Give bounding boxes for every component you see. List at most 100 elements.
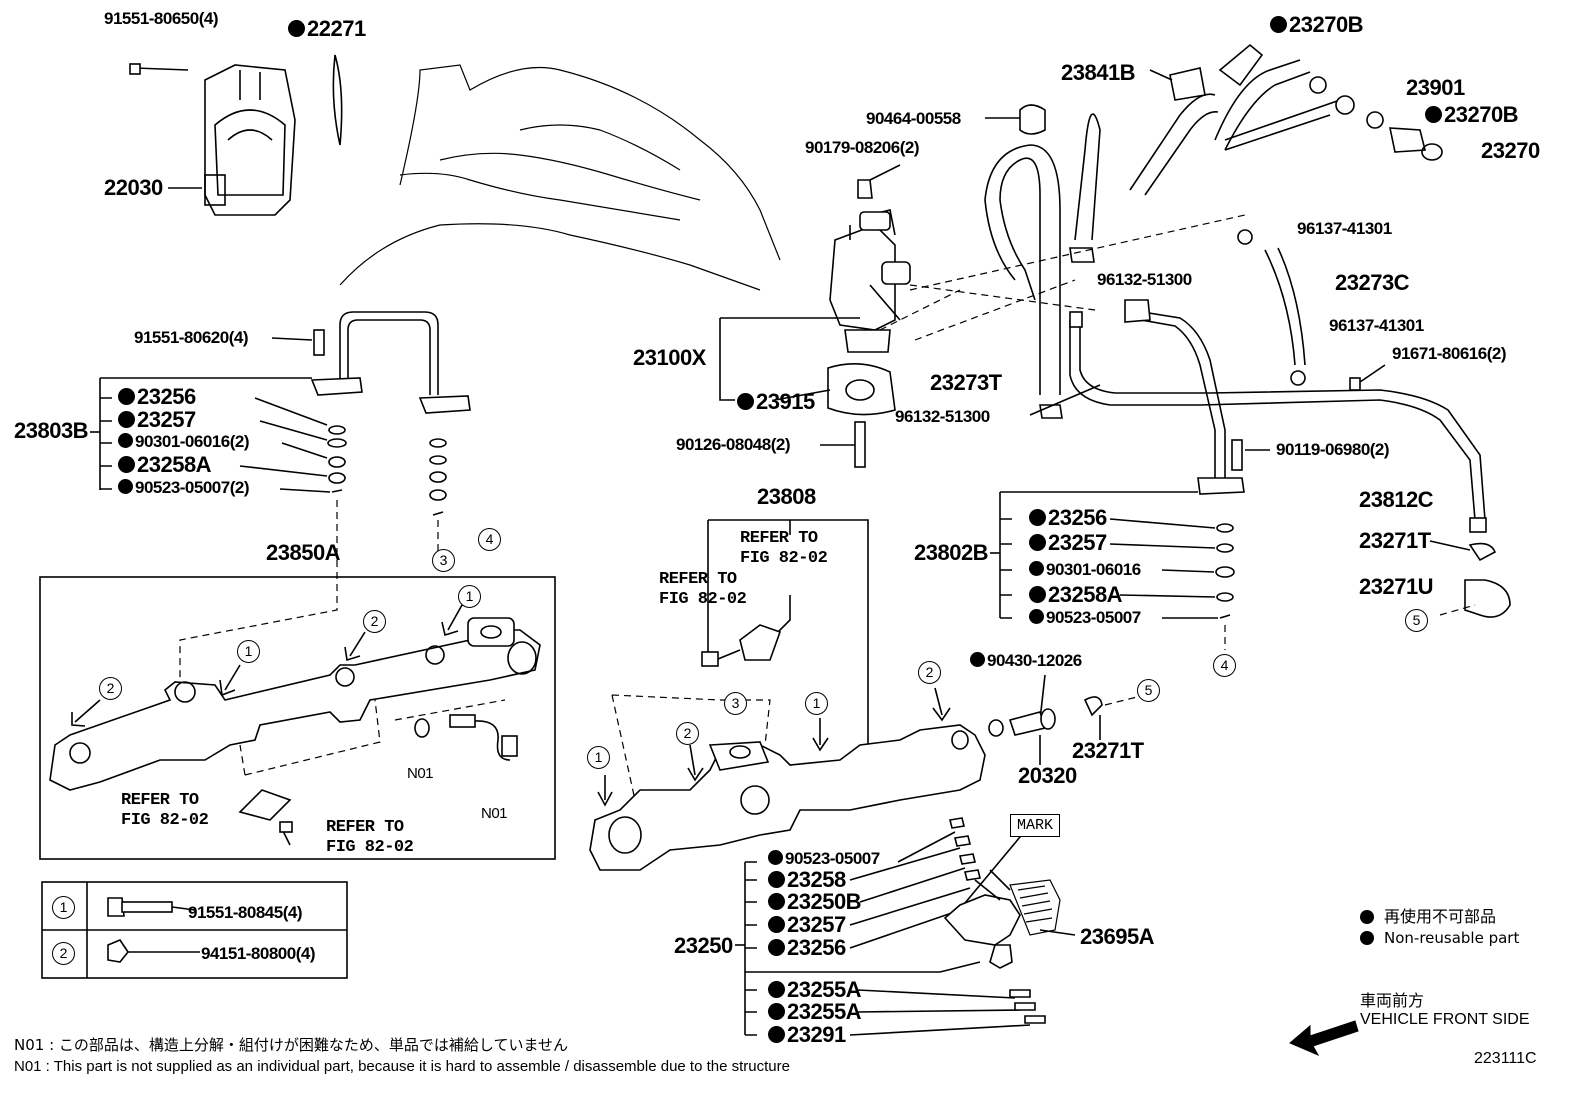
refer-fig-label: FIG 82-02 [659, 590, 747, 609]
callout-23270B-top: 23270B [1270, 14, 1364, 36]
assembly-23850A-frame [39, 576, 556, 860]
callout-90523-05007-bottom: 90523-05007 [768, 850, 880, 867]
callout-23812C: 23812C [1359, 487, 1434, 512]
callout-91551-80845: 91551-80845(4) [188, 903, 302, 922]
ref-circle-3: 3 [724, 692, 747, 715]
callout-90464-00558: 90464-00558 [866, 109, 961, 128]
fastener-legend-table [41, 881, 348, 979]
ref-circle-4: 4 [1213, 654, 1236, 677]
callout-23270: 23270 [1481, 138, 1540, 163]
callout-90179-08206: 90179-08206(2) [805, 138, 919, 157]
callout-23271T-mid: 23271T [1072, 738, 1144, 763]
refer-fig-label: FIG 82-02 [121, 811, 209, 830]
callout-23291: 23291 [768, 1024, 846, 1046]
callout-90523-05007-2: 90523-05007(2) [118, 479, 249, 496]
callout-23850A: 23850A [266, 540, 341, 565]
gasket-22271-illustration [332, 54, 343, 146]
callout-91671-80616: 91671-80616(2) [1392, 344, 1506, 363]
fuel-rail-left [49, 617, 541, 846]
refer-to-label: REFER TO [121, 791, 199, 810]
ref-circle-5: 5 [1137, 679, 1160, 702]
vsv-23100X-illustration [719, 104, 1046, 468]
legend-non-reusable-jp: 再使用不可部品 [1360, 903, 1496, 927]
footnote-n01-en: N01 : This part is not supplied as an in… [14, 1058, 790, 1075]
refer-to-label: REFER TO [740, 529, 818, 548]
assembly-arrows-left [71, 604, 463, 727]
refer-fig-label: FIG 82-02 [740, 549, 828, 568]
fuel-rail-right [589, 519, 1103, 871]
callout-23255A-2: 23255A [768, 1001, 862, 1023]
legend-dot-icon [1360, 910, 1374, 924]
callout-96132-51300-a: 96132-51300 [1097, 270, 1192, 289]
callout-22030: 22030 [104, 175, 163, 200]
callout-23256-left: 23256 [118, 386, 196, 408]
ref-circle-1: 1 [52, 896, 75, 919]
callout-90523-05007-right: 90523-05007 [1029, 609, 1141, 626]
callout-23250: 23250 [674, 933, 733, 958]
callout-90301-06016-2: 90301-06016(2) [118, 433, 249, 450]
callout-90119-06980: 90119-06980(2) [1276, 440, 1390, 459]
callout-23257-bottom: 23257 [768, 914, 846, 936]
ref-circle-1: 1 [458, 585, 481, 608]
refer-to-label: REFER TO [659, 570, 737, 589]
callout-23273T: 23273T [930, 370, 1002, 395]
callout-23803B: 23803B [14, 418, 89, 443]
ref-circle-2: 2 [918, 661, 941, 684]
throttle-body-illustration [129, 63, 296, 216]
callout-20320: 20320 [1018, 763, 1077, 788]
callout-23901: 23901 [1406, 75, 1465, 100]
callout-23250B: 23250B [768, 891, 862, 913]
callout-90430-12026: 90430-12026 [970, 652, 1082, 669]
ref-circle-4: 4 [478, 528, 501, 551]
callout-23271U: 23271U [1359, 574, 1434, 599]
ref-circle-1: 1 [805, 692, 828, 715]
hoses-center [879, 113, 1246, 419]
callout-23273C: 23273C [1335, 270, 1410, 295]
callout-91551-80650: 91551-80650(4) [104, 9, 218, 28]
refer-to-label: REFER TO [326, 818, 404, 837]
callout-94151-80800: 94151-80800(4) [201, 944, 315, 963]
direction-en: VEHICLE FRONT SIDE [1360, 1011, 1530, 1028]
callout-23256-right: 23256 [1029, 507, 1107, 529]
ref-circle-1: 1 [587, 746, 610, 769]
callout-96132-51300-b: 96132-51300 [895, 407, 990, 426]
ref-circle-2: 2 [676, 722, 699, 745]
callout-96137-41301-b: 96137-41301 [1329, 316, 1424, 335]
intake-manifold-outline [339, 64, 781, 291]
leader-brackets [90, 337, 1471, 1036]
direction-jp: 車両前方 [1360, 991, 1425, 1010]
ref-circle-1: 1 [237, 640, 260, 663]
callout-23271T-right: 23271T [1359, 528, 1431, 553]
callout-22271: 22271 [288, 18, 366, 40]
callout-23256-bottom: 23256 [768, 937, 846, 959]
fuel-pipe-left [179, 311, 471, 700]
injector-illustration [943, 817, 1061, 1024]
hoses-right [1069, 43, 1511, 650]
n01-label: N01 [481, 805, 508, 822]
vehicle-front-arrow [1289, 1020, 1359, 1057]
callout-91551-80620: 91551-80620(4) [134, 328, 248, 347]
refer-fig-label: FIG 82-02 [326, 838, 414, 857]
mark-tag: MARK [1010, 814, 1061, 837]
legend-en-text: Non-reusable part [1384, 929, 1520, 947]
callout-23258: 23258 [768, 869, 846, 891]
callout-23100X: 23100X [633, 345, 706, 370]
callout-23915: 23915 [737, 391, 815, 413]
ref-circle-2: 2 [52, 942, 75, 965]
legend-non-reusable-en: Non-reusable part [1360, 929, 1519, 947]
callout-23841B: 23841B [1061, 60, 1136, 85]
legend-dot-icon [1360, 931, 1374, 945]
figure-id: 223111C [1474, 1050, 1537, 1067]
ref-circle-3: 3 [432, 549, 455, 572]
callout-23270B-right: 23270B [1425, 104, 1519, 126]
callout-23257-left: 23257 [118, 409, 196, 431]
callout-23257-right: 23257 [1029, 532, 1107, 554]
ref-circle-5: 5 [1405, 609, 1428, 632]
ref-circle-2: 2 [363, 610, 386, 633]
callout-23695A: 23695A [1080, 924, 1155, 949]
ref-circle-2: 2 [99, 677, 122, 700]
callout-23258A-left: 23258A [118, 454, 212, 476]
callout-96137-41301-a: 96137-41301 [1297, 219, 1392, 238]
callout-23802B: 23802B [914, 540, 989, 565]
n01-label: N01 [407, 765, 434, 782]
